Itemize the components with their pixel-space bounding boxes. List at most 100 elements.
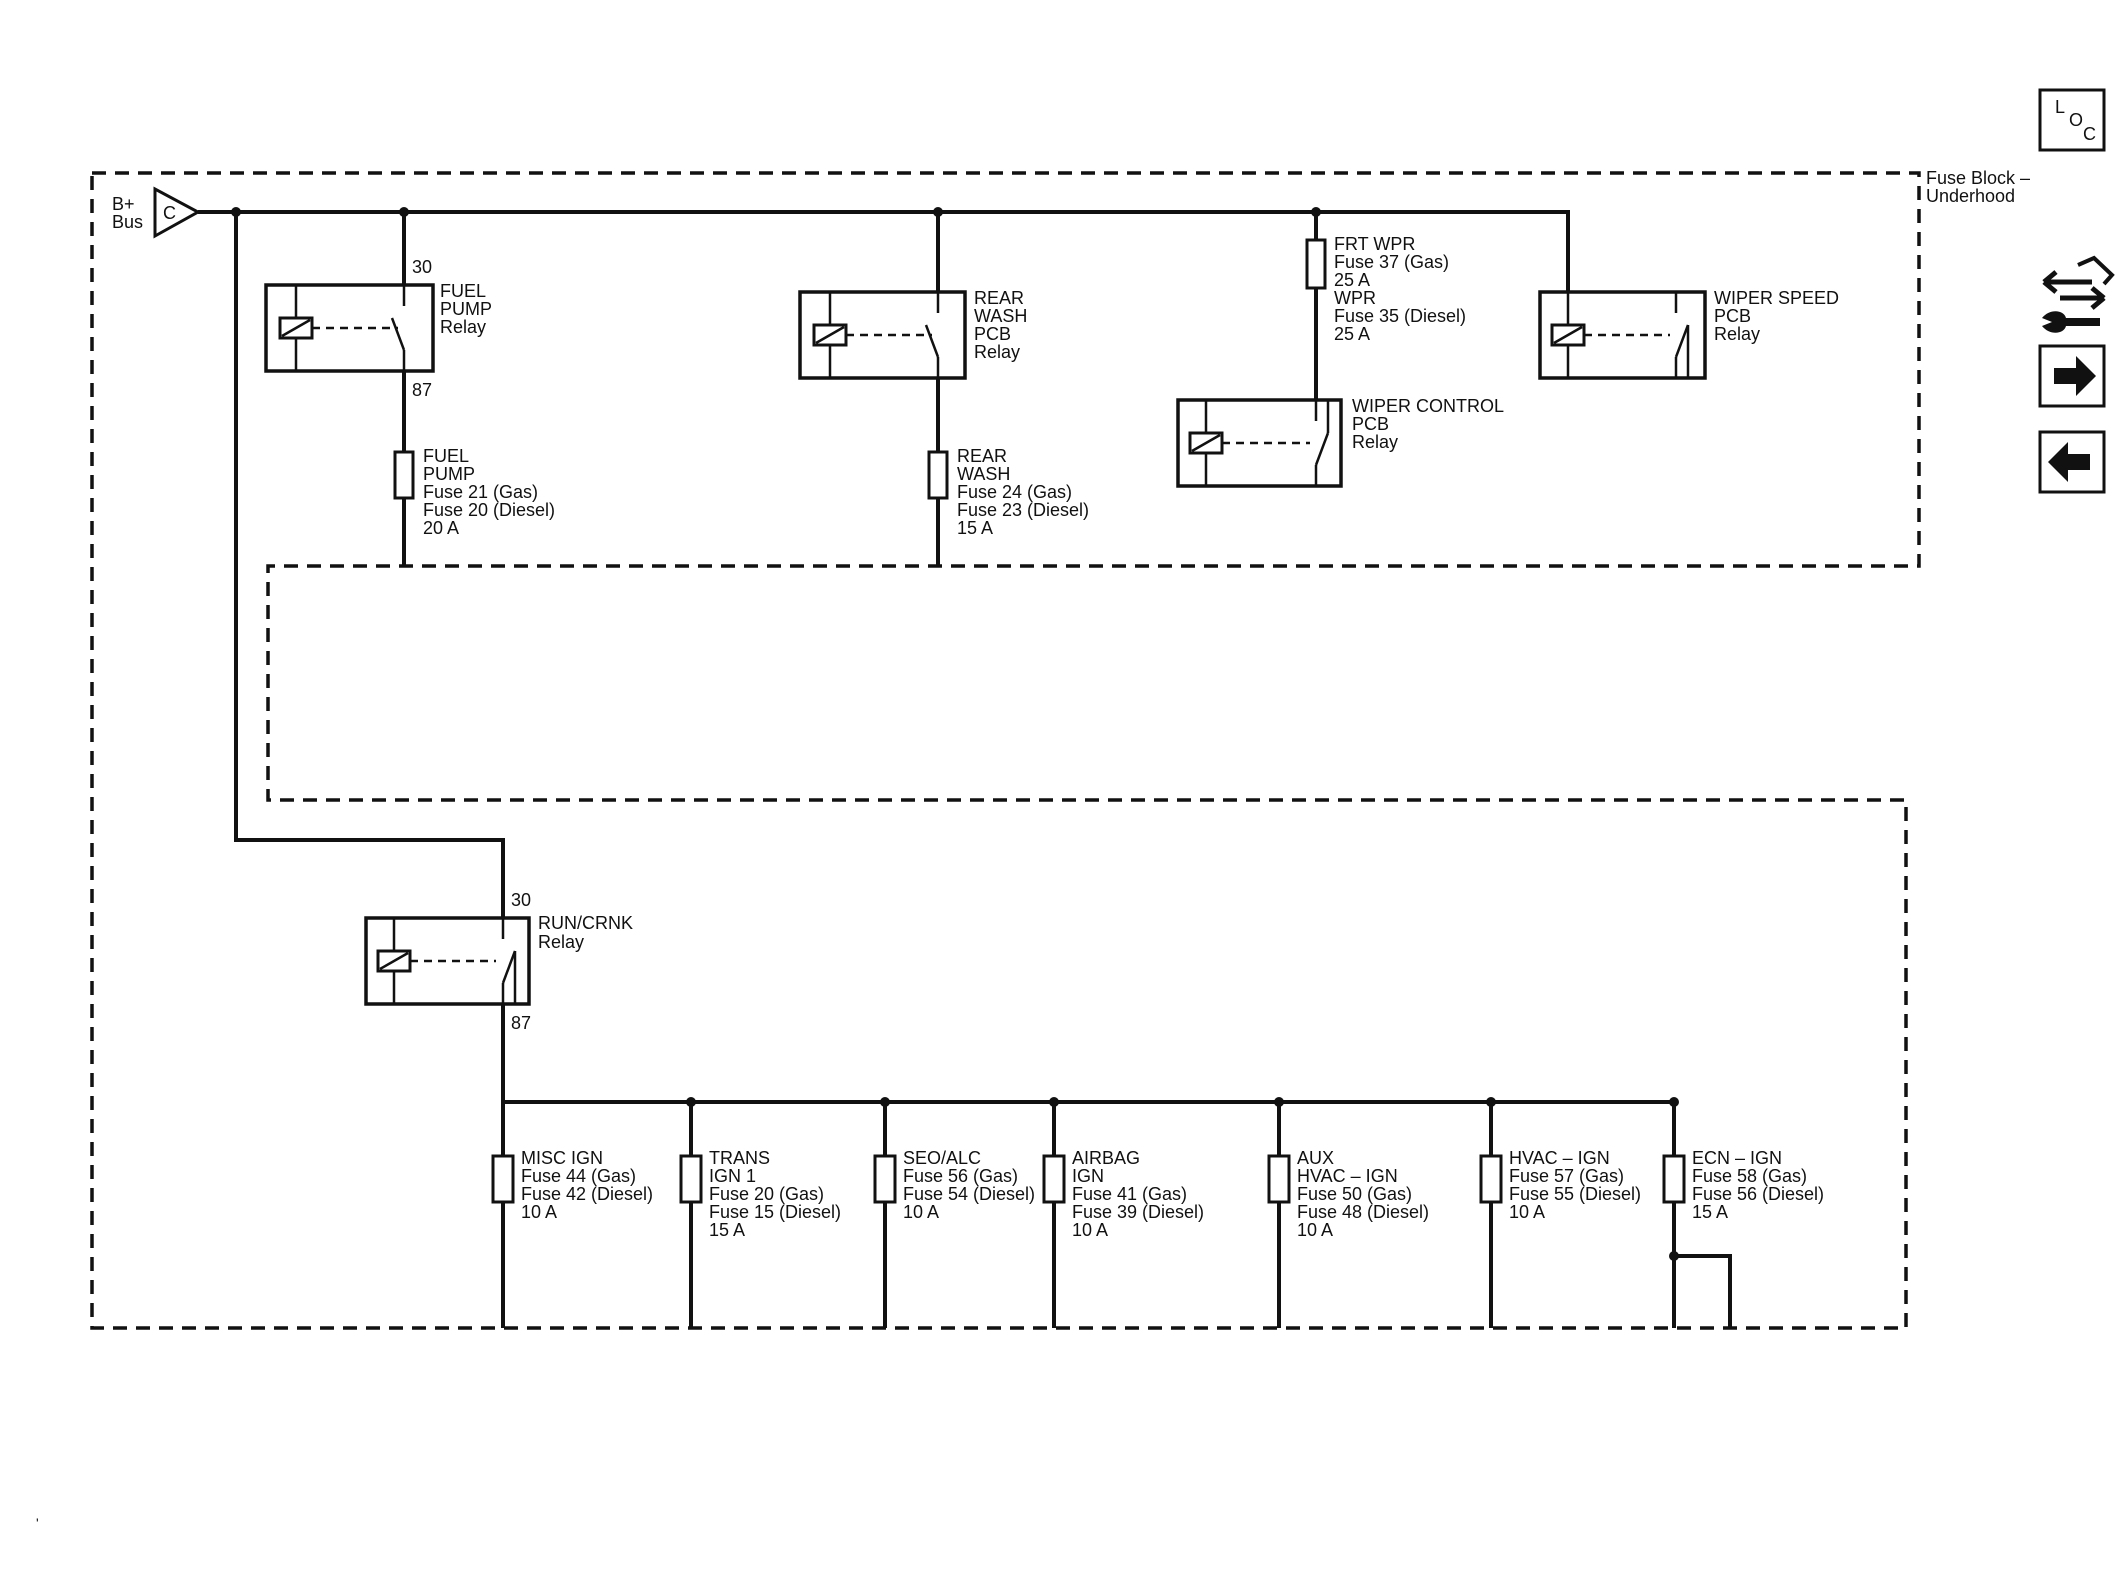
rear-wash-fuse-label: Fuse 23 (Diesel) [957, 500, 1089, 520]
ignition-fuse-label: Fuse 41 (Gas) [1072, 1184, 1187, 1204]
ignition-fuse [491, 1154, 515, 1204]
ecn-ign-loop [1674, 1254, 1732, 1328]
ignition-fuse-label: Fuse 57 (Gas) [1509, 1166, 1624, 1186]
ignition-fuse-label: Fuse 15 (Diesel) [709, 1202, 841, 1222]
ignition-fuse [873, 1154, 897, 1204]
ignition-fuse-label: 10 A [521, 1202, 557, 1222]
b-plus-label: B+ [112, 194, 135, 214]
ignition-fuse [1042, 1154, 1066, 1204]
arrow-left-icon[interactable] [2038, 430, 2106, 494]
fuel-pump-fuse-label: Fuse 21 (Gas) [423, 482, 538, 502]
run-crnk-relay-label: RUN/CRNK [538, 913, 633, 933]
frt-wpr-fuse-label: FRT WPR [1334, 234, 1415, 254]
run-crnk-pin-30: 30 [511, 890, 531, 910]
ignition-fuse-label: 10 A [1072, 1220, 1108, 1240]
fuel-pump-pin-87: 87 [412, 380, 432, 400]
loc-letter-l: L [2055, 97, 2065, 117]
fuel-pump-pin-30: 30 [412, 257, 432, 277]
ignition-fuse [679, 1154, 703, 1204]
fuel-pump-relay [264, 283, 435, 373]
fuel-pump-fuse-label: 20 A [423, 518, 459, 538]
ignition-fuse-label: 15 A [709, 1220, 745, 1240]
frt-wpr-fuse-label: 25 A [1334, 270, 1370, 290]
wiper-speed-relay-label: PCB [1714, 306, 1751, 326]
ecn-ign-splice [1669, 1251, 1679, 1261]
ignition-fuse-label: Fuse 48 (Diesel) [1297, 1202, 1429, 1222]
run-crnk-relay-label: Relay [538, 932, 584, 952]
ignition-fuse-label: 15 A [1692, 1202, 1728, 1222]
bus-connector [153, 186, 202, 239]
loc-letter-c: C [2083, 124, 2096, 144]
ignition-fuse-label: HVAC – IGN [1297, 1166, 1398, 1186]
rear-wash-fuse [927, 450, 949, 500]
fuel-pump-fuse-label: PUMP [423, 464, 475, 484]
loc-button[interactable]: L O C [2038, 88, 2106, 152]
ignition-fuse-label: MISC IGN [521, 1148, 603, 1168]
ignition-fuse-label: SEO/ALC [903, 1148, 981, 1168]
ignition-fuse-label: TRANS [709, 1148, 770, 1168]
ignition-fuse-label: 10 A [1297, 1220, 1333, 1240]
rear-wash-relay-label: REAR [974, 288, 1024, 308]
wiper-control-relay-label: WIPER CONTROL [1352, 396, 1504, 416]
wrench-arrows-icon[interactable] [2042, 255, 2115, 333]
fuse-block-sublabel: Underhood [1926, 186, 2015, 206]
wiper-control-relay-label: Relay [1352, 432, 1398, 452]
frt-wpr-fuse [1305, 238, 1327, 290]
wiper-control-relay-label: PCB [1352, 414, 1389, 434]
run-crnk-pin-87: 87 [511, 1013, 531, 1033]
wiper-control-relay [1176, 398, 1343, 488]
ignition-fuse-label: HVAC – IGN [1509, 1148, 1610, 1168]
ignition-fuse-label: Fuse 56 (Gas) [903, 1166, 1018, 1186]
rear-wash-relay-label: Relay [974, 342, 1020, 362]
ignition-fuse-label: IGN 1 [709, 1166, 756, 1186]
frt-wpr-fuse-label: Fuse 35 (Diesel) [1334, 306, 1466, 326]
rear-wash-relay-label: PCB [974, 324, 1011, 344]
wiper-speed-relay-label: WIPER SPEED [1714, 288, 1839, 308]
corner-mark: ' [36, 1515, 39, 1531]
rear-wash-fuse-label: REAR [957, 446, 1007, 466]
rear-wash-relay-label: WASH [974, 306, 1027, 326]
bus-label: Bus [112, 212, 143, 232]
ignition-fuse-label: Fuse 56 (Diesel) [1692, 1184, 1824, 1204]
frt-wpr-fuse-label: Fuse 37 (Gas) [1334, 252, 1449, 272]
wiper-speed-relay [1538, 290, 1707, 380]
ignition-fuse-label: Fuse 55 (Diesel) [1509, 1184, 1641, 1204]
fuel-pump-fuse-label: FUEL [423, 446, 469, 466]
fuel-pump-fuse-label: Fuse 20 (Diesel) [423, 500, 555, 520]
fuse-block-label: Fuse Block – [1926, 168, 2030, 188]
fuel-pump-relay-label: FUEL [440, 281, 486, 301]
ignition-fuse-label: IGN [1072, 1166, 1104, 1186]
fuel-pump-fuse [393, 450, 415, 500]
ignition-fuse-label: 10 A [1509, 1202, 1545, 1222]
ignition-fuse-label: Fuse 50 (Gas) [1297, 1184, 1412, 1204]
rear-wash-fuse-label: 15 A [957, 518, 993, 538]
ignition-fuse-label: Fuse 42 (Diesel) [521, 1184, 653, 1204]
arrow-right-icon[interactable] [2038, 344, 2106, 408]
frt-wpr-fuse-label: WPR [1334, 288, 1376, 308]
ignition-fuse-label: Fuse 20 (Gas) [709, 1184, 824, 1204]
rear-wash-relay [798, 290, 967, 380]
ignition-fuse-label: Fuse 58 (Gas) [1692, 1166, 1807, 1186]
ignition-fuse-label: Fuse 39 (Diesel) [1072, 1202, 1204, 1222]
fuel-pump-relay-label: PUMP [440, 299, 492, 319]
wiper-speed-relay-label: Relay [1714, 324, 1760, 344]
fuse-block-boundary [90, 171, 1921, 1330]
loc-letter-o: O [2069, 110, 2083, 130]
ignition-fuse-label: ECN – IGN [1692, 1148, 1782, 1168]
ignition-fuse-label: Fuse 44 (Gas) [521, 1166, 636, 1186]
run-crnk-relay [364, 916, 531, 1006]
ignition-fuse-label: 10 A [903, 1202, 939, 1222]
rear-wash-fuse-label: Fuse 24 (Gas) [957, 482, 1072, 502]
rear-wash-fuse-label: WASH [957, 464, 1010, 484]
ignition-fuse-label: Fuse 54 (Diesel) [903, 1184, 1035, 1204]
bus-connector-label: C [163, 203, 176, 223]
fuel-pump-relay-label: Relay [440, 317, 486, 337]
